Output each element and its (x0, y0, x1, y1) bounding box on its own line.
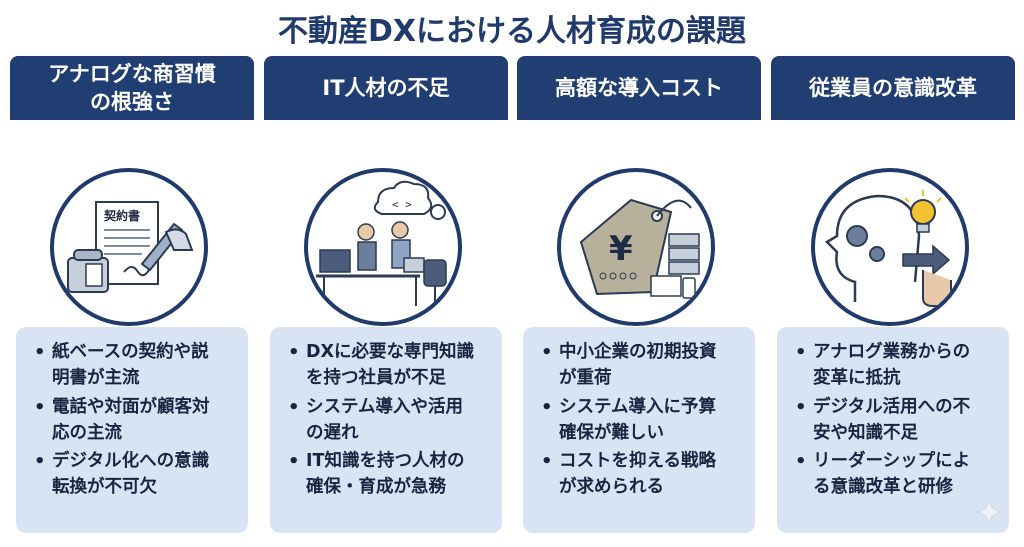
bullet-line: 紙ベースの契約や説 (52, 342, 209, 362)
bullet-line: システム導入に予算 (559, 396, 716, 417)
bullet-item: デジタル化への意識 転換が不可欠 (34, 448, 238, 501)
bullet-item: IT知識を持つ人材の 確保・育成が急務 (288, 448, 492, 501)
bullet-box: 中小企業の初期投資 が重荷 システム導入に予算 確保が難しい コストを抑える戦略… (523, 327, 755, 533)
bubble-label: < > (392, 198, 412, 211)
sparkle-icon (976, 499, 1002, 525)
bullet-box: DXに必要な専門知識 を持つ社員が不足 システム導入や活用 の遅れ IT知識を持… (270, 327, 502, 533)
bullet-line: の遅れ (306, 422, 359, 443)
header-line: 高額な導入コスト (555, 75, 723, 100)
header-line: IT人材の不足 (322, 75, 450, 100)
bullet-line: を持つ社員が不足 (306, 368, 446, 389)
bullet-line: システム導入や活用 (306, 396, 463, 417)
column-header: 高額な導入コスト (517, 56, 761, 120)
bullet-line: 確保が難しい (559, 422, 664, 443)
bullet-line: アナログ業務からの (813, 342, 971, 362)
header-line: アナログな商習慣 (48, 61, 216, 86)
bullet-item: アナログ業務からの 変革に抵抗 (795, 339, 999, 392)
bullet-line: デジタル化への意識 (52, 451, 210, 471)
column-header: 従業員の意識改革 (771, 56, 1015, 120)
bullet-line: コストを抑える戦略 (559, 451, 716, 471)
bullet-line: 転換が不可欠 (52, 477, 157, 498)
bullet-line: 明書が主流 (52, 368, 140, 389)
bullet-line: が求められる (559, 477, 664, 498)
bullet-line: 電話や対面が顧客対 (52, 396, 210, 417)
column-it-shortage: IT人材の不足 < > DXに必要な専門知識 を持つ社員が不足 システム導入や活… (264, 56, 508, 533)
bullet-line: リーダーシップによ (813, 451, 971, 471)
bullet-line: 変革に抵抗 (813, 368, 901, 389)
bullet-item: DXに必要な専門知識 を持つ社員が不足 (288, 339, 492, 392)
bullet-item: システム導入や活用 の遅れ (288, 394, 492, 447)
bullet-line: 確保・育成が急務 (306, 477, 446, 498)
bullet-line: が重荷 (559, 368, 612, 389)
bullet-item: 紙ベースの契約や説 明書が主流 (34, 339, 238, 392)
column-analog-practices: アナログな商習慣 の根強さ 契約書 紙ベースの契約や説 明書が主流 電話や対面が… (10, 56, 254, 533)
bullet-line: 中小企業の初期投資 (559, 342, 717, 362)
document-label: 契約書 (103, 208, 140, 223)
tag-label: ¥ (609, 229, 633, 269)
price-tag-icon: ¥ (557, 168, 715, 326)
bullet-line: DXに必要な専門知識 (306, 342, 475, 362)
bullet-item: デジタル活用への不 安や知識不足 (795, 394, 999, 447)
bullet-item: 中小企業の初期投資 が重荷 (541, 339, 745, 392)
bullet-box: アナログ業務からの 変革に抵抗 デジタル活用への不 安や知識不足 リーダーシップ… (777, 327, 1009, 533)
bullet-item: コストを抑える戦略 が求められる (541, 448, 745, 501)
bullet-line: デジタル活用への不 (813, 396, 971, 417)
mindset-change-icon (811, 168, 969, 326)
page-title: 不動産DXにおける人材育成の課題 (277, 14, 747, 49)
column-mindset-reform: 従業員の意識改革 アナログ業務からの 変革に抵抗 デジタル活用への不 安や知識不… (771, 56, 1015, 533)
bullet-line: 安や知識不足 (813, 422, 918, 443)
bullet-box: 紙ベースの契約や説 明書が主流 電話や対面が顧客対 応の主流 デジタル化への意識… (16, 327, 248, 533)
bullet-line: IT知識を持つ人材の (306, 451, 465, 471)
header-line: の根強さ (90, 90, 174, 114)
bullet-line: る意識改革と研修 (813, 477, 953, 498)
bullet-item: システム導入に予算 確保が難しい (541, 394, 745, 447)
column-high-cost: 高額な導入コスト ¥ 中小企業の初期投資 が重荷 システム導入に予算 確保が難し… (517, 56, 761, 533)
bullet-line: 応の主流 (52, 422, 122, 443)
column-header: IT人材の不足 (264, 56, 508, 120)
bullet-item: リーダーシップによ る意識改革と研修 (795, 448, 999, 501)
contract-phone-icon: 契約書 (50, 168, 208, 326)
header-line: 従業員の意識改革 (809, 75, 977, 100)
bullet-item: 電話や対面が顧客対 応の主流 (34, 394, 238, 447)
column-header: アナログな商習慣 の根強さ (10, 56, 254, 120)
it-workers-icon: < > (304, 168, 462, 326)
